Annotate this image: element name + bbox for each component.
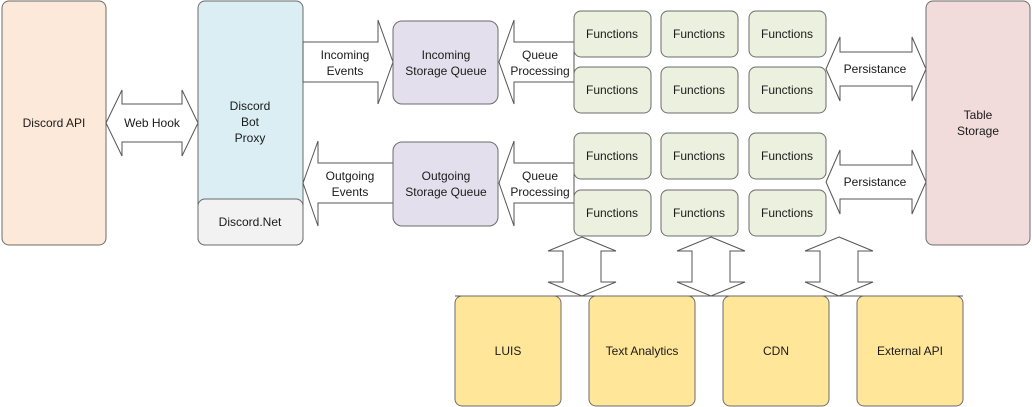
service-label: Text Analytics xyxy=(606,344,679,358)
function-label: Functions xyxy=(586,27,638,41)
proxy-label-line3: Proxy xyxy=(235,131,266,145)
function-label: Functions xyxy=(673,206,725,220)
outgoing-queue-box xyxy=(392,141,499,227)
incoming-storage-queue-node[interactable]: Incoming Storage Queue xyxy=(392,20,499,105)
discord-net-box[interactable] xyxy=(197,198,304,246)
outgoing-queue-label-line1: Outgoing xyxy=(422,169,471,183)
function-label: Functions xyxy=(761,149,813,163)
service-luis[interactable]: LUIS xyxy=(454,295,562,407)
service-cdn[interactable]: CDN xyxy=(722,295,830,407)
outgoing-queue-label-line2: Storage Queue xyxy=(405,185,487,199)
outgoing-events-label-line2: Events xyxy=(332,185,369,199)
persistance-top-arrow: Persistance xyxy=(825,36,927,102)
function-box[interactable]: Functions xyxy=(748,189,827,237)
proxy-label-line2: Bot xyxy=(241,115,260,129)
discord-net-label: Discord.Net xyxy=(219,215,282,229)
vertical-double-arrow xyxy=(547,236,617,297)
queue-processing-top-line2: Processing xyxy=(510,64,569,78)
incoming-events-label-line2: Events xyxy=(327,64,364,78)
function-label: Functions xyxy=(761,83,813,97)
functions-bottom-group: Functions Functions Functions Functions … xyxy=(573,132,827,237)
discord-bot-proxy-node[interactable]: Discord Bot Proxy Discord.Net xyxy=(197,0,304,246)
service-box xyxy=(454,295,562,407)
function-box[interactable]: Functions xyxy=(660,132,739,180)
persistance-bottom-label: Persistance xyxy=(844,175,907,189)
service-box xyxy=(722,295,830,407)
queue-processing-top-line1: Queue xyxy=(522,48,558,62)
function-label: Functions xyxy=(673,149,725,163)
discord-api-label: Discord API xyxy=(23,116,86,130)
function-label: Functions xyxy=(586,83,638,97)
vertical-double-arrow xyxy=(676,236,746,297)
function-box[interactable]: Functions xyxy=(660,10,739,58)
function-box[interactable]: Functions xyxy=(573,132,652,180)
webhook-arrow: Web Hook xyxy=(105,89,199,157)
function-label: Functions xyxy=(673,83,725,97)
services-connector-arrows xyxy=(547,236,874,297)
function-box[interactable]: Functions xyxy=(748,10,827,58)
incoming-events-label-line1: Incoming xyxy=(321,48,370,62)
function-box[interactable]: Functions xyxy=(660,66,739,114)
table-storage-node[interactable]: Table Storage xyxy=(925,0,1031,246)
queue-processing-top-shape xyxy=(498,19,575,105)
outgoing-events-label-line1: Outgoing xyxy=(326,169,375,183)
function-label: Functions xyxy=(761,206,813,220)
service-label: LUIS xyxy=(495,344,522,358)
queue-processing-bottom-shape xyxy=(498,140,575,227)
service-label: CDN xyxy=(763,344,789,358)
proxy-label-line1: Discord xyxy=(230,99,271,113)
queue-processing-bottom-arrow: Queue Processing xyxy=(498,140,575,227)
function-box[interactable]: Functions xyxy=(748,66,827,114)
vertical-double-arrow xyxy=(804,236,874,297)
functions-top-group: Functions Functions Functions Functions … xyxy=(573,10,827,114)
table-storage-label-line1: Table xyxy=(964,108,993,122)
table-storage-label-line2: Storage xyxy=(957,124,999,138)
function-box[interactable]: Functions xyxy=(573,10,652,58)
function-box[interactable]: Functions xyxy=(573,189,652,237)
function-label: Functions xyxy=(586,206,638,220)
outgoing-events-arrow: Outgoing Events xyxy=(302,140,394,227)
service-box xyxy=(856,295,964,407)
incoming-queue-label-line2: Storage Queue xyxy=(405,64,487,78)
webhook-label: Web Hook xyxy=(124,116,181,130)
persistance-bottom-arrow: Persistance xyxy=(825,149,927,215)
persistance-top-label: Persistance xyxy=(844,62,907,76)
function-label: Functions xyxy=(586,149,638,163)
function-box[interactable]: Functions xyxy=(660,189,739,237)
function-box[interactable]: Functions xyxy=(748,132,827,180)
function-label: Functions xyxy=(673,27,725,41)
queue-processing-top-arrow: Queue Processing xyxy=(498,19,575,105)
incoming-events-arrow-shape xyxy=(302,19,394,105)
service-label: External API xyxy=(877,344,943,358)
outgoing-storage-queue-node[interactable]: Outgoing Storage Queue xyxy=(392,141,499,227)
function-box[interactable]: Functions xyxy=(573,66,652,114)
outgoing-events-arrow-shape xyxy=(302,140,394,227)
incoming-queue-box xyxy=(392,20,499,105)
table-storage-box xyxy=(925,0,1031,246)
queue-processing-bottom-line2: Processing xyxy=(510,185,569,199)
service-external-api[interactable]: External API xyxy=(856,295,964,407)
incoming-queue-label-line1: Incoming xyxy=(422,48,471,62)
service-text-analytics[interactable]: Text Analytics xyxy=(588,295,696,407)
service-box xyxy=(588,295,696,407)
incoming-events-arrow: Incoming Events xyxy=(302,19,394,105)
discord-api-node[interactable]: Discord API xyxy=(1,0,107,246)
function-label: Functions xyxy=(761,27,813,41)
queue-processing-bottom-line1: Queue xyxy=(522,169,558,183)
